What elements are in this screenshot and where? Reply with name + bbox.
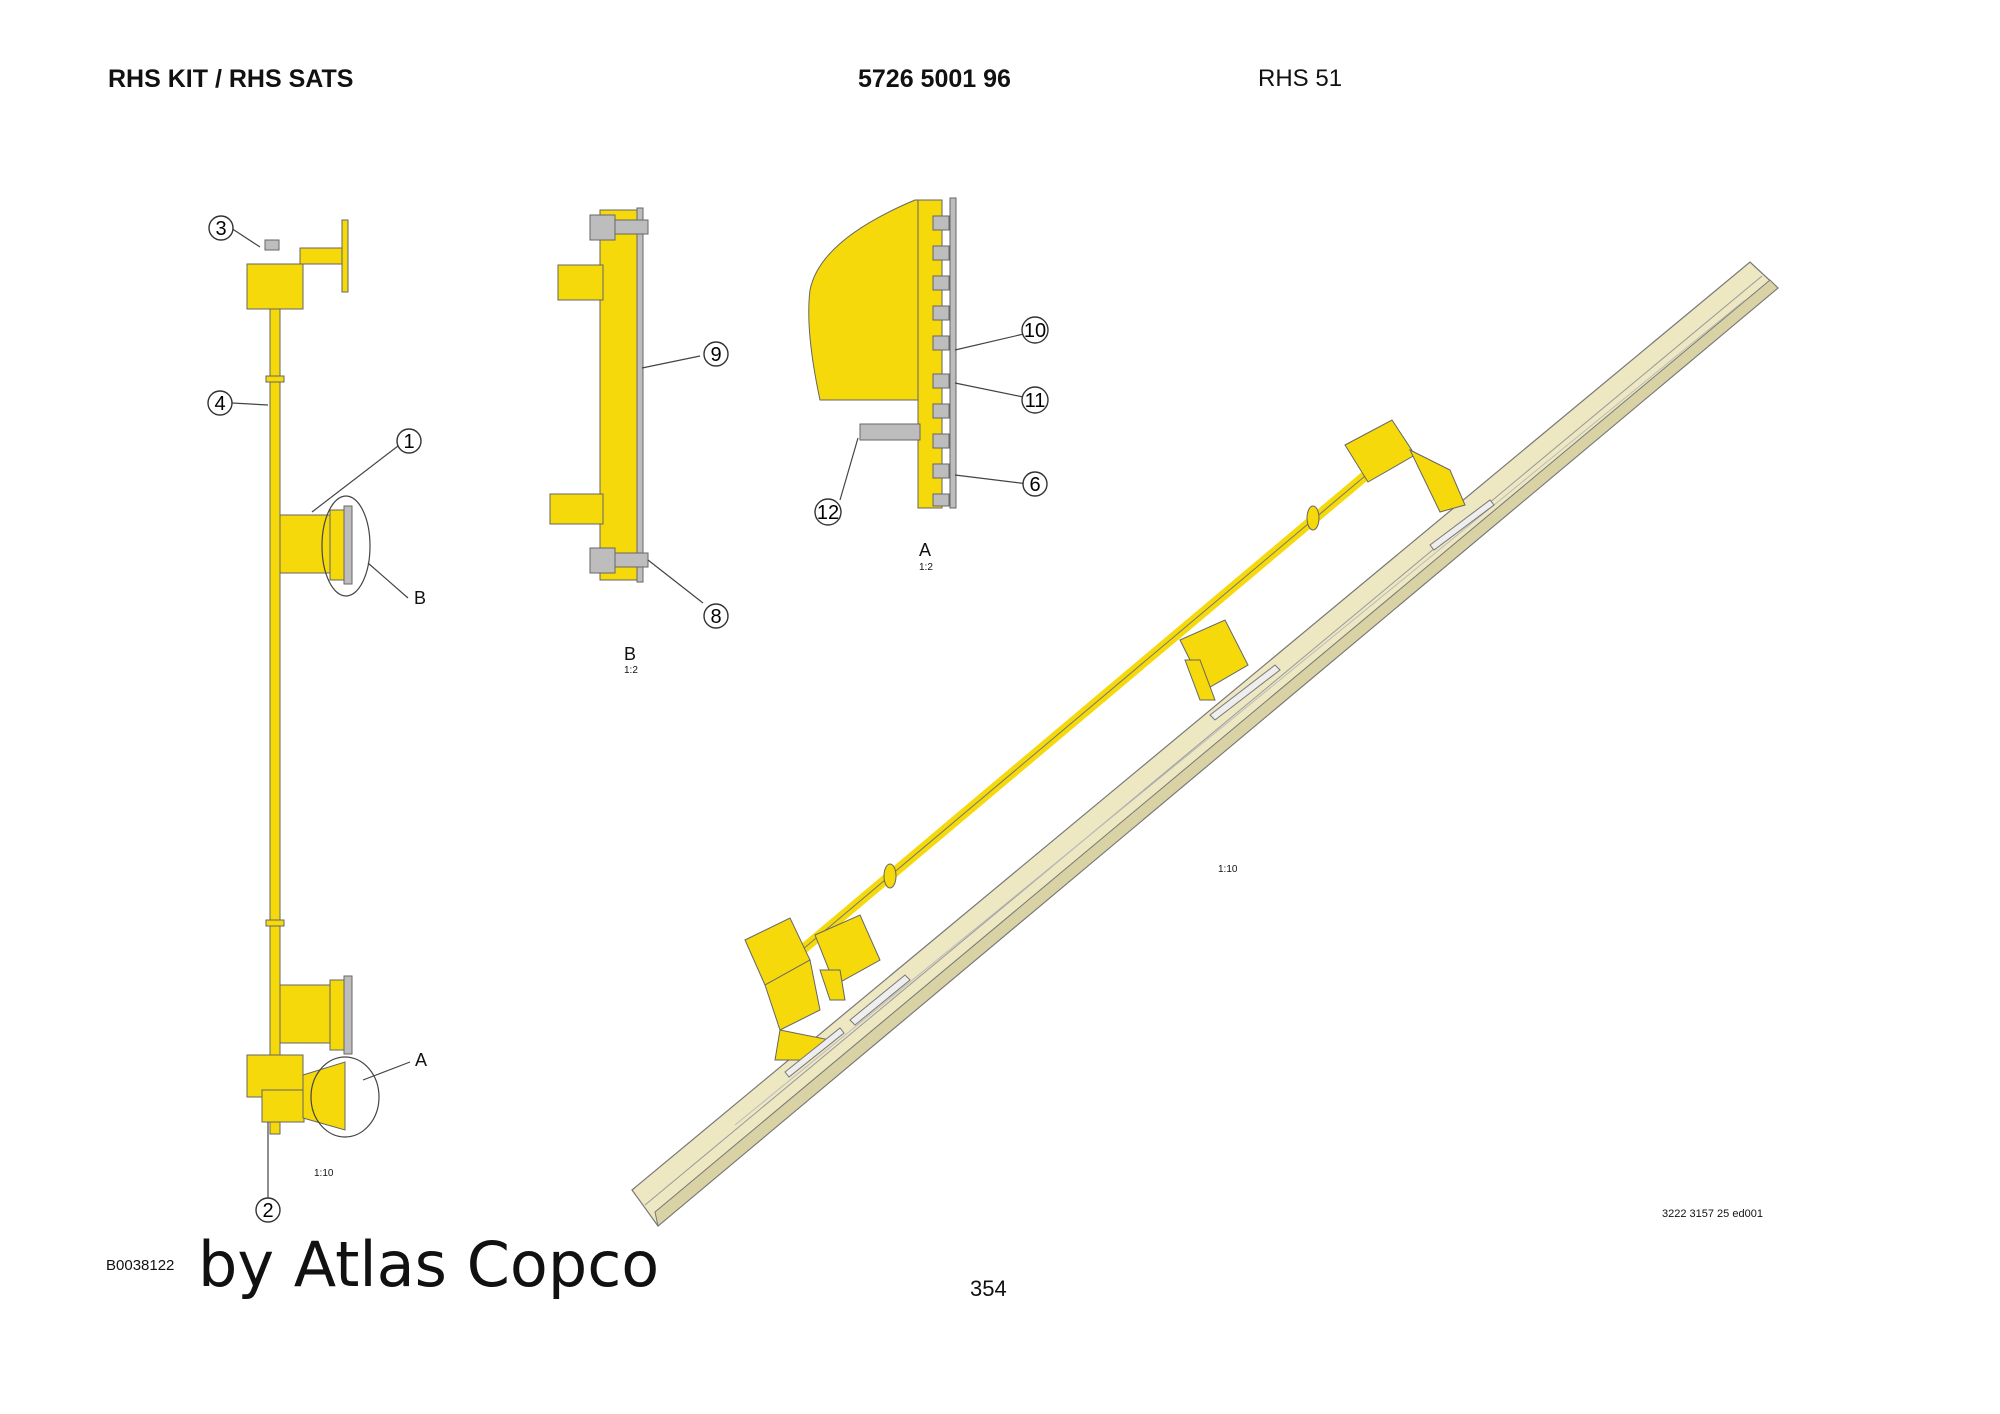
callout-9: 9 <box>703 341 729 367</box>
detail-b-shim <box>636 207 644 583</box>
model-label: RHS 51 <box>1258 65 1343 92</box>
callout-1: 1 <box>396 428 422 454</box>
view-b-label: B <box>624 644 637 664</box>
brand-watermark: by Atlas Copco <box>198 1228 660 1301</box>
detail-b-marker: B <box>414 588 427 608</box>
callout-2: 2 <box>255 1197 281 1223</box>
svg-text:1: 1 <box>403 431 414 453</box>
part-number: 5726 5001 96 <box>858 65 1011 93</box>
callout-11: 11 <box>1021 386 1049 414</box>
callout-4: 4 <box>207 390 233 416</box>
callout-10: 10 <box>1021 316 1049 344</box>
detail-b-view <box>549 207 704 604</box>
svg-text:3: 3 <box>215 218 226 240</box>
drawing-number: 3222 3157 25 ed001 <box>1662 1208 1763 1220</box>
callout-6: 6 <box>1022 471 1048 497</box>
svg-text:11: 11 <box>1025 390 1046 412</box>
iso-top-clamp <box>1344 419 1416 483</box>
svg-text:4: 4 <box>214 393 225 415</box>
callout-8: 8 <box>703 603 729 629</box>
svg-text:10: 10 <box>1024 320 1046 342</box>
view-a-label: A <box>919 540 932 560</box>
callout-12: 12 <box>814 498 842 526</box>
page-number: 354 <box>970 1276 1007 1301</box>
detail-b-ellipse <box>321 495 371 597</box>
detail-a-housing <box>808 199 936 509</box>
document-title: RHS KIT / RHS SATS <box>108 65 354 93</box>
detail-a-ellipse <box>310 1056 380 1138</box>
feed-rail <box>631 261 1779 1227</box>
lower-bracket <box>279 984 331 1044</box>
isometric-assembly <box>631 261 1779 1227</box>
callout-3: 3 <box>208 215 234 241</box>
svg-text:2: 2 <box>262 1200 273 1222</box>
svg-text:9: 9 <box>710 344 721 366</box>
shaft-rod <box>269 308 281 1135</box>
svg-text:6: 6 <box>1029 474 1040 496</box>
svg-text:8: 8 <box>710 606 721 628</box>
detail-a-marker: A <box>415 1050 428 1070</box>
top-clamp-block <box>246 263 304 310</box>
main-view-scale-right: 1:10 <box>1218 864 1238 875</box>
svg-text:12: 12 <box>817 502 839 524</box>
view-b-scale: 1:2 <box>624 665 638 676</box>
detail-b-plate <box>599 209 638 581</box>
detail-a-bolt <box>859 423 921 441</box>
view-a-scale: 1:2 <box>919 562 933 573</box>
left-vertical-view <box>230 219 411 1205</box>
iso-lower-bracket <box>814 914 881 986</box>
iso-middle-bracket <box>1179 619 1249 691</box>
main-view-scale-left: 1:10 <box>314 1168 334 1179</box>
figure-code: B0038122 <box>106 1257 175 1274</box>
detail-a-view <box>808 197 1029 509</box>
